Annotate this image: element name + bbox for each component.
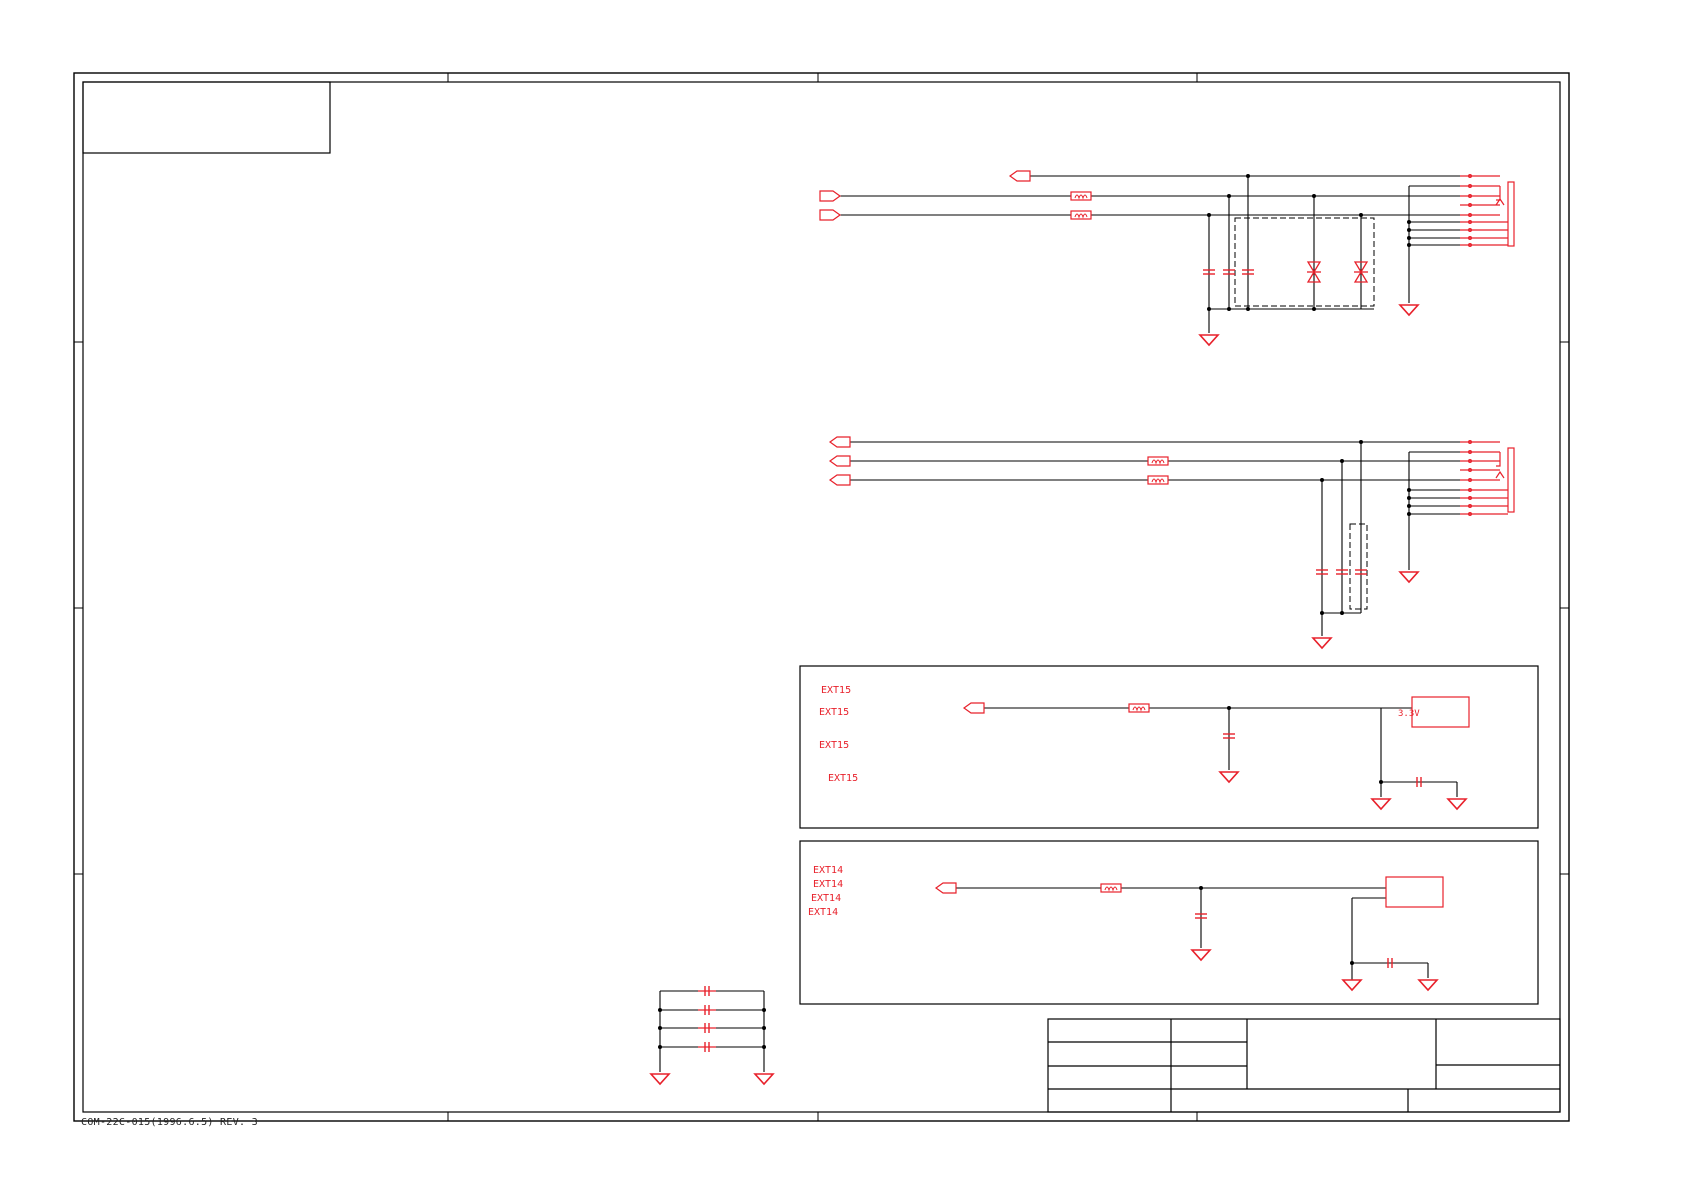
ground-icon xyxy=(1312,637,1332,649)
regulator-ic xyxy=(1385,876,1444,908)
ferrite-bead-icon xyxy=(1070,191,1092,201)
form-id-footer: COM-22C-015(1996.6.5) REV. 3 xyxy=(81,1117,258,1128)
jack-connector-icon xyxy=(1460,174,1515,248)
ferrite-bead-icon xyxy=(1147,475,1169,485)
ext15-block: EXT15 EXT15 EXT15 EXT15 3.3V xyxy=(799,665,1539,829)
ground-icon xyxy=(1191,949,1211,961)
middle-jack-circuit xyxy=(829,436,1515,649)
ferrite-bead-icon xyxy=(1128,703,1150,713)
ground-icon xyxy=(754,1073,774,1085)
ground-icon xyxy=(650,1073,670,1085)
port-connector-icon xyxy=(829,455,851,467)
ground-icon xyxy=(1199,334,1219,346)
ground-icon xyxy=(1219,771,1239,783)
ext14-block: EXT14 EXT14 EXT14 EXT14 xyxy=(799,840,1539,1005)
port-connector-icon xyxy=(1009,170,1031,182)
port-connector-icon xyxy=(819,209,841,221)
jack-connector-icon xyxy=(1460,440,1515,516)
port-connector-icon xyxy=(829,436,851,448)
ferrite-bead-icon xyxy=(1147,456,1169,466)
net-label-ext15-1: EXT15 xyxy=(821,685,851,696)
net-label-ext14-1: EXT14 xyxy=(813,865,843,876)
bypass-capacitor-bank xyxy=(650,985,774,1085)
port-connector-icon xyxy=(829,474,851,486)
drawing-frame xyxy=(73,72,1570,1122)
title-block xyxy=(1047,1018,1561,1113)
ground-icon xyxy=(1342,979,1362,991)
net-label-ext15-2: EXT15 xyxy=(819,707,849,718)
port-connector-icon xyxy=(935,882,957,894)
net-label-ext15-4: EXT15 xyxy=(828,773,858,784)
ground-icon xyxy=(1447,798,1467,810)
ground-icon xyxy=(1418,979,1438,991)
port-connector-icon xyxy=(819,190,841,202)
regulator-voltage-label: 3.3V xyxy=(1398,709,1420,719)
ferrite-bead-icon xyxy=(1100,883,1122,893)
ground-icon xyxy=(1371,798,1391,810)
port-connector-icon xyxy=(963,702,985,714)
net-label-ext14-3: EXT14 xyxy=(811,893,841,904)
ground-icon xyxy=(1399,571,1419,583)
revision-box xyxy=(82,81,331,154)
ferrite-bead-icon xyxy=(1070,210,1092,220)
top-jack-circuit xyxy=(819,170,1515,346)
net-label-ext14-4: EXT14 xyxy=(808,907,838,918)
net-label-ext14-2: EXT14 xyxy=(813,879,843,890)
regulator-ic xyxy=(1411,696,1470,728)
net-label-ext15-3: EXT15 xyxy=(819,740,849,751)
ground-icon xyxy=(1399,304,1419,316)
